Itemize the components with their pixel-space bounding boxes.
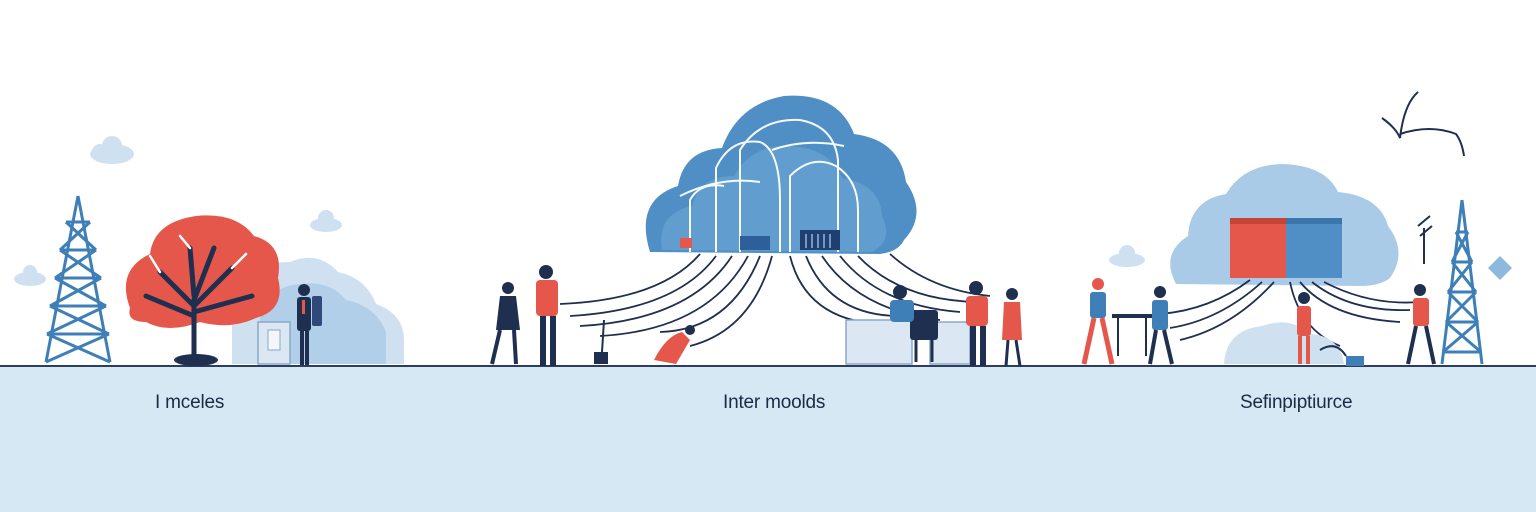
server-block-icon — [680, 230, 840, 250]
person-icon — [536, 265, 558, 366]
section-caption-left: I mceles — [155, 392, 225, 413]
section-caption-right: Sefinpiptiurce — [1240, 392, 1353, 413]
tool-icon — [1319, 345, 1364, 366]
small-cloud-icon — [1109, 245, 1145, 267]
network-lines — [679, 118, 859, 252]
small-cloud-icon — [14, 265, 46, 286]
cable-bundle — [1159, 279, 1421, 347]
tree-icon — [125, 215, 280, 366]
ground-band — [0, 366, 1536, 512]
server-block-icon — [1230, 218, 1342, 278]
section-caption-center: Inter moolds — [723, 392, 826, 413]
small-cloud-icon — [310, 210, 342, 232]
person-icon — [1002, 288, 1022, 367]
small-cloud-icon — [90, 136, 134, 164]
person-icon — [1297, 292, 1311, 364]
cloud-icon — [260, 283, 386, 364]
person-icon — [1081, 278, 1115, 365]
person-icon — [1148, 286, 1174, 365]
cloud-icon — [645, 95, 917, 254]
person-icon — [654, 325, 695, 364]
tool-icon — [594, 319, 608, 364]
desk-icon — [845, 310, 971, 365]
kiosk-icon — [257, 321, 291, 365]
person-icon — [297, 284, 322, 365]
person-icon — [890, 285, 914, 322]
person-icon — [490, 282, 520, 365]
antenna-icon — [1417, 215, 1433, 264]
signal-line-icon — [1381, 91, 1465, 157]
diamond-icon — [1488, 256, 1512, 280]
transmission-tower-icon — [44, 195, 112, 364]
desk-icon — [1112, 314, 1152, 356]
transmission-tower-icon — [1440, 199, 1484, 365]
person-icon — [1406, 284, 1436, 365]
cloud-icon — [1224, 322, 1344, 364]
cable-bundle — [559, 253, 991, 347]
person-icon — [966, 281, 988, 366]
